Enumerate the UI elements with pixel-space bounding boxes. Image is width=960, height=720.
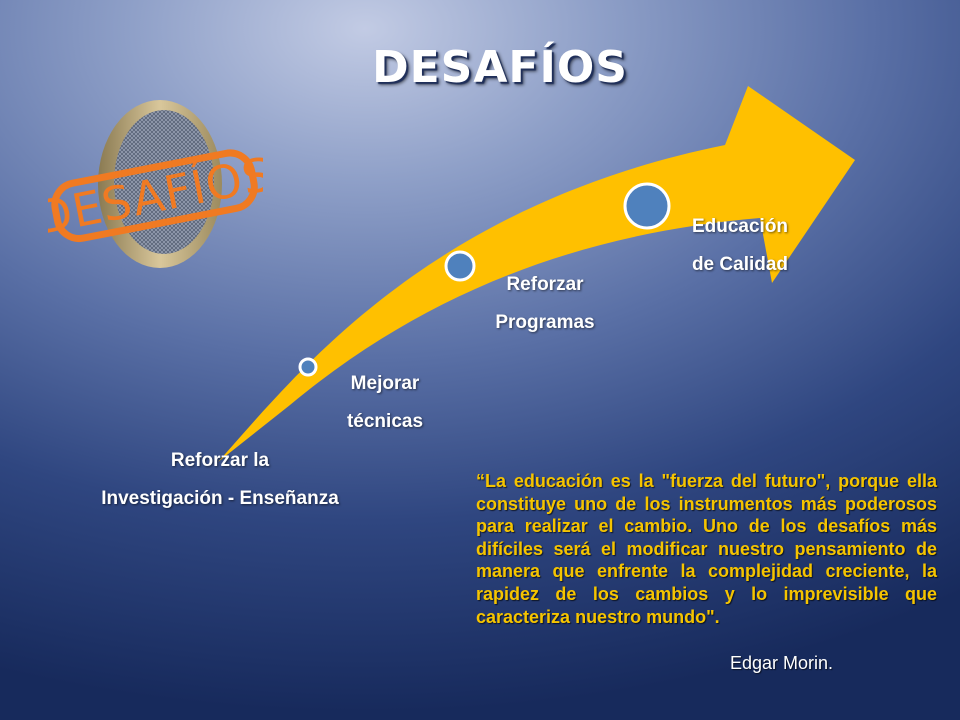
step-marker-2	[444, 250, 476, 282]
quote-text: “La educación es la "fuerza del futuro",…	[476, 471, 937, 627]
step-label-2-line2: técnicas	[346, 411, 424, 432]
step-label-2-line1: Mejorar	[350, 373, 420, 394]
step-label-3-line2: Programas	[495, 312, 595, 333]
step-label-3-line1: Reforzar	[506, 274, 584, 295]
step-marker-1	[298, 357, 318, 377]
step-label-3: Reforzar Programas	[470, 266, 620, 342]
desafios-sieve-logo: DESAFÍOS	[48, 100, 263, 268]
step-label-1: Reforzar la Investigación - Enseñanza	[70, 442, 370, 518]
step-label-4-line2: de Calidad	[691, 254, 789, 275]
step-marker-3	[623, 182, 671, 230]
step-label-1-line2: Investigación - Enseñanza	[101, 488, 339, 509]
arrow-shape	[218, 86, 855, 462]
step-label-4: Educación de Calidad	[665, 208, 815, 284]
stamp-border	[51, 149, 258, 243]
quote-author: Edgar Morin.	[730, 653, 834, 673]
step-label-4-line1: Educación	[691, 216, 789, 237]
step-label-1-line1: Reforzar la	[170, 450, 270, 471]
slide-title: DESAFÍOS	[372, 42, 628, 93]
step-label-2: Mejorar técnicas	[320, 365, 450, 441]
